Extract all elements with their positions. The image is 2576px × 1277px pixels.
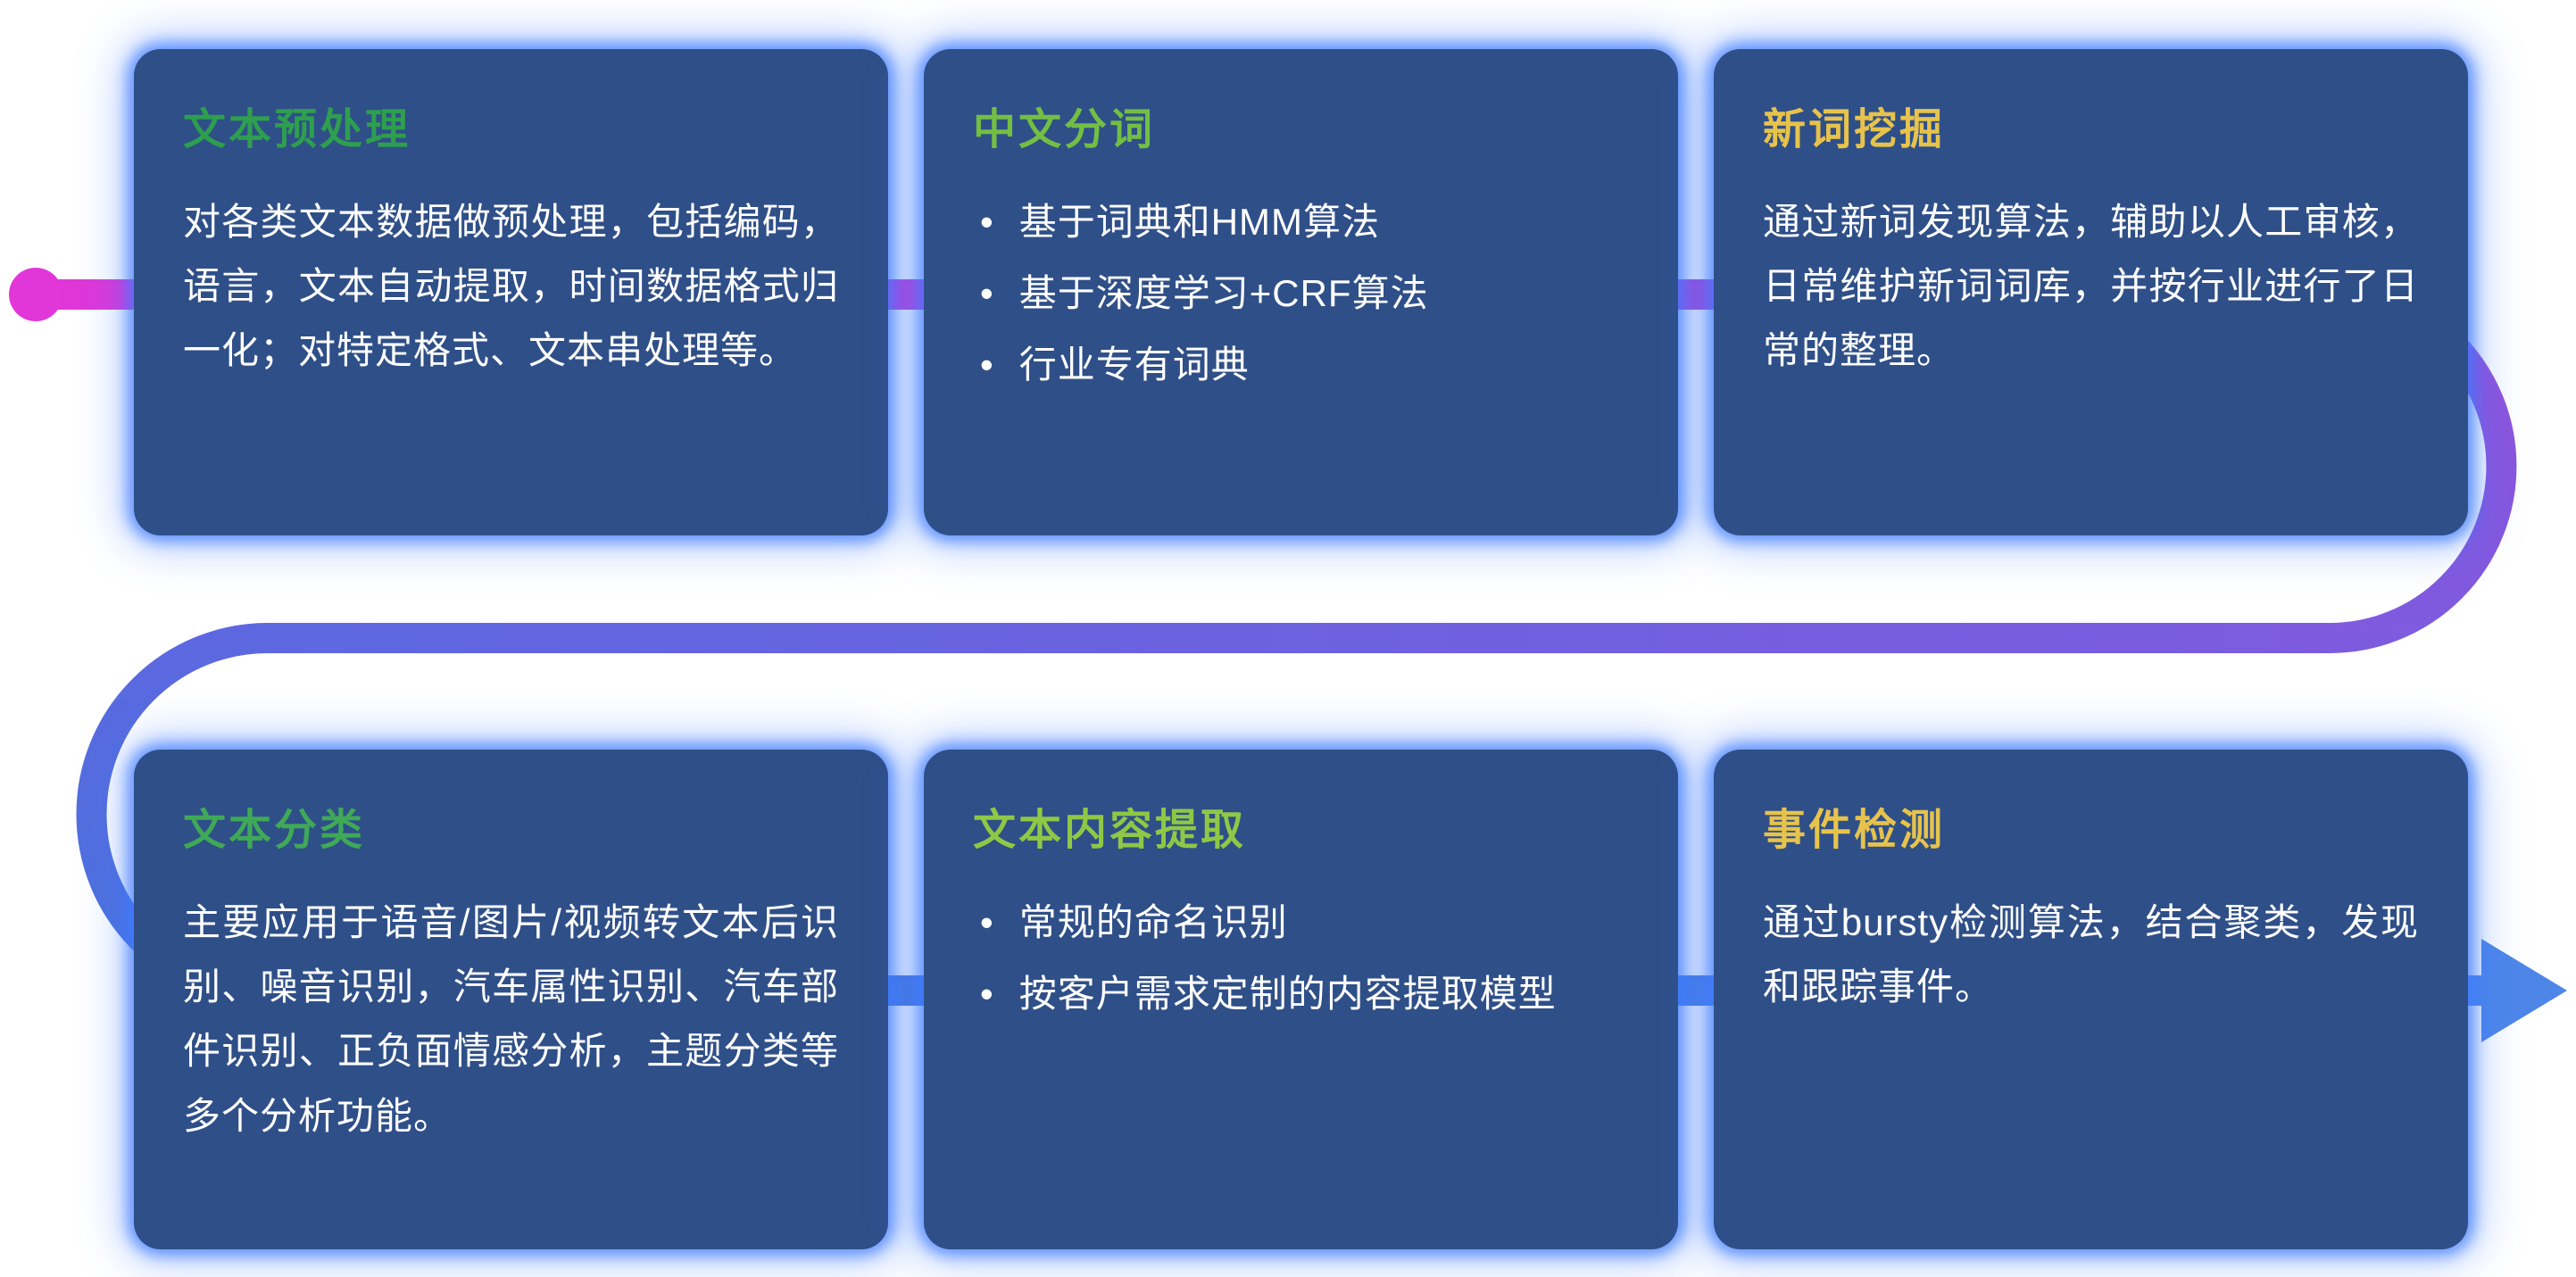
bullet-dot-icon: • <box>980 201 994 243</box>
card-body: 通过新词发现算法，辅助以人工审核，日常维护新词词库，并按行业进行了日常的整理。 <box>1763 201 2419 372</box>
bullet-item: • 行业专有词典 <box>973 333 1629 397</box>
bullet-dot-icon: • <box>980 272 994 315</box>
bullet-item: • 基于词典和HMM算法 <box>973 190 1629 254</box>
bullet-text: 常规的命名识别 <box>1018 901 1288 943</box>
bullet-text: 按客户需求定制的内容提取模型 <box>1018 973 1557 1016</box>
card-text-preprocessing: 文本预处理 对各类文本数据做预处理，包括编码，语言，文本自动提取，时间数据格式归… <box>134 49 888 535</box>
card-title: 中文分词 <box>973 106 1156 153</box>
card-body: 对各类文本数据做预处理，包括编码，语言，文本自动提取，时间数据格式归一化；对特定… <box>183 201 839 372</box>
bullet-dot-icon: • <box>980 973 994 1016</box>
card-text-content-extraction: 文本内容提取 • 常规的命名识别 • 按客户需求定制的内容提取模型 <box>924 750 1678 1249</box>
card-chinese-word-segmentation: 中文分词 • 基于词典和HMM算法 • 基于深度学习+CRF算法 • 行业专有词… <box>924 49 1678 535</box>
card-body: 通过bursty检测算法，结合聚类，发现和跟踪事件。 <box>1763 901 2419 1008</box>
bullet-dot-icon: • <box>980 901 994 943</box>
flow-arrow-icon <box>2481 939 2567 1042</box>
card-body: 主要应用于语音/图片/视频转文本后识别、噪音识别，汽车属性识别、汽车部件识别、正… <box>183 901 839 1137</box>
card-event-detection: 事件检测 通过bursty检测算法，结合聚类，发现和跟踪事件。 <box>1714 750 2468 1249</box>
bullet-dot-icon: • <box>980 344 994 386</box>
bullet-text: 基于深度学习+CRF算法 <box>1018 272 1429 315</box>
bullet-text: 基于词典和HMM算法 <box>1018 201 1381 243</box>
bullet-item: • 常规的命名识别 <box>973 891 1629 955</box>
card-new-word-mining: 新词挖掘 通过新词发现算法，辅助以人工审核，日常维护新词词库，并按行业进行了日常… <box>1714 49 2468 535</box>
card-title: 文本内容提取 <box>973 807 1247 854</box>
flow-start-dot-icon <box>9 268 62 321</box>
card-title: 文本预处理 <box>183 106 411 153</box>
bullet-item: • 按客户需求定制的内容提取模型 <box>973 962 1629 1026</box>
card-title: 新词挖掘 <box>1763 106 1946 153</box>
card-title: 文本分类 <box>183 807 366 854</box>
card-text-classification: 文本分类 主要应用于语音/图片/视频转文本后识别、噪音识别，汽车属性识别、汽车部… <box>134 750 888 1249</box>
bullet-item: • 基于深度学习+CRF算法 <box>973 261 1629 326</box>
card-title: 事件检测 <box>1763 807 1946 854</box>
bullet-text: 行业专有词典 <box>1018 344 1250 386</box>
